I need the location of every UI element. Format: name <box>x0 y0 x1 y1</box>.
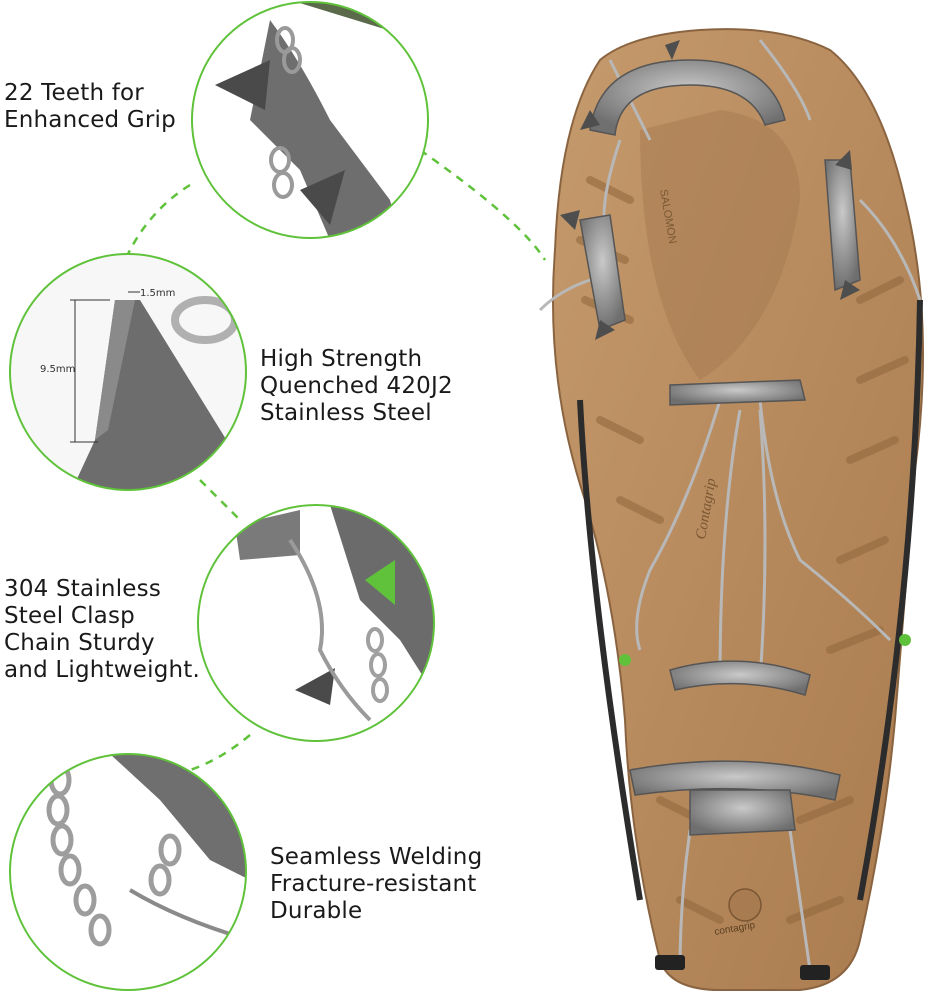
strap-end-left <box>655 955 685 970</box>
feature-line: 304 Stainless <box>4 576 161 602</box>
feature-line: Stainless Steel <box>260 400 432 426</box>
crampon-teeth <box>560 40 860 340</box>
dashed-connector-lines <box>126 148 547 772</box>
strap-right <box>857 299 923 901</box>
feature-welding-label: Seamless Welding Fracture-resistant Dura… <box>270 844 482 925</box>
dimension-width-label: 1.5mm <box>140 288 175 299</box>
feature-line: and Lightweight. <box>4 657 201 683</box>
feature-line: 22 Teeth for <box>4 80 144 106</box>
strap-end-right <box>800 965 830 980</box>
feature-line: Steel Clasp <box>4 603 135 629</box>
feature-teeth-label: 22 Teeth for Enhanced Grip <box>4 80 176 134</box>
feature-line: Fracture-resistant <box>270 871 477 897</box>
dimension-height-label: 9.5mm <box>40 364 75 375</box>
feature-line: Quenched 420J2 <box>260 373 453 399</box>
heel-logo-badge <box>728 888 762 922</box>
strap-left <box>577 399 643 901</box>
crampon-plates <box>579 59 861 836</box>
feature-line: Chain Sturdy <box>4 630 155 656</box>
detail-circle-dimension <box>10 254 246 490</box>
feature-line: High Strength <box>260 346 423 372</box>
feature-clasp-label: 304 Stainless Steel Clasp Chain Sturdy a… <box>4 576 200 684</box>
detail-circle-teeth <box>192 2 428 238</box>
clasp-green-right <box>899 634 911 646</box>
feature-line: Enhanced Grip <box>4 107 176 133</box>
feature-line: Seamless Welding <box>270 844 483 870</box>
feature-line: Durable <box>270 898 363 924</box>
clasp-green-left <box>619 654 631 666</box>
feature-steel-label: High Strength Quenched 420J2 Stainless S… <box>260 346 453 427</box>
crampon-chains <box>538 39 922 971</box>
detail-circle-welding <box>10 754 246 990</box>
shoe-sole <box>552 28 924 991</box>
